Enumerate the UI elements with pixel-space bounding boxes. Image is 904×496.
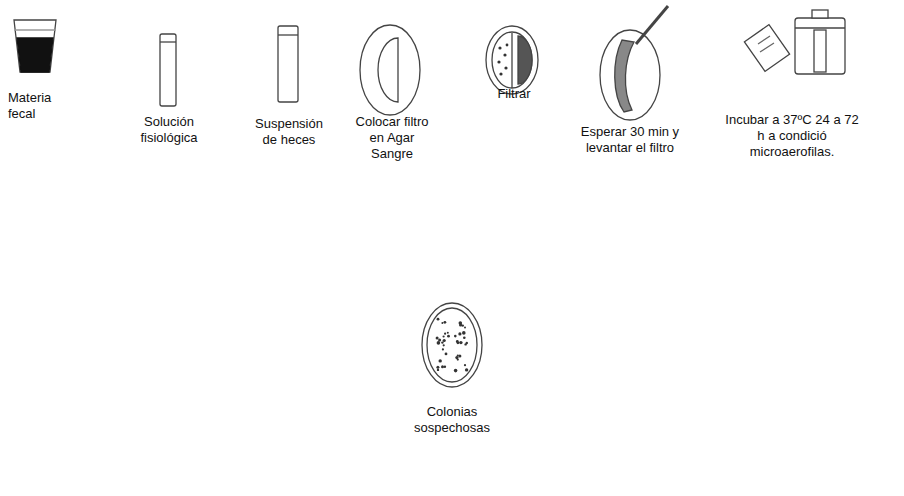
step-caption: Solución fisiológica: [133, 114, 205, 146]
forceps: [636, 6, 668, 44]
agar-plate: [486, 26, 538, 94]
step-caption: Filtrar: [486, 86, 542, 102]
filter: [378, 38, 398, 102]
step-caption: Colonias sospechosas: [405, 404, 499, 436]
colonies: [436, 318, 469, 373]
test-tube: [278, 26, 298, 102]
plate-rim: [492, 32, 532, 88]
anaerobic-jar: [795, 18, 845, 74]
step-caption: Esperar 30 min y levantar el filtro: [580, 124, 680, 156]
filter: [615, 40, 634, 112]
gas-bag: [744, 25, 789, 72]
step-caption: Materia fecal: [8, 90, 62, 122]
cup: [14, 20, 56, 72]
agar-plate: [422, 303, 482, 387]
step-caption: Colocar filtro en Agar Sangre: [348, 114, 436, 162]
filter: [518, 36, 532, 84]
agar-plate: [600, 30, 660, 120]
step-caption: Incubar a 37ºC 24 a 72 h a condició micr…: [722, 112, 862, 160]
test-tube: [160, 34, 176, 106]
agar-plate: [360, 25, 420, 115]
plate-rim: [427, 308, 477, 382]
feces: [17, 38, 53, 72]
step-caption: Suspensión de heces: [250, 116, 328, 148]
